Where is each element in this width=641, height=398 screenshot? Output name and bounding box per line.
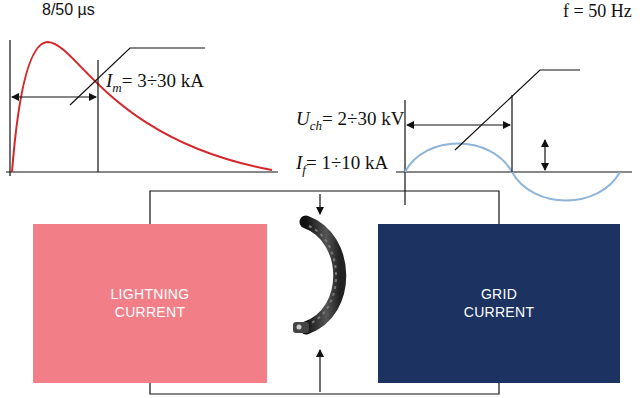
- parameter-label: 8/50 µs: [42, 1, 95, 19]
- label-text: I: [106, 70, 112, 91]
- sine-wave: [396, 70, 632, 205]
- subscript: f: [302, 162, 306, 177]
- label-text: = 1÷10 kA: [306, 152, 388, 173]
- label-text: 8/50 µs: [42, 1, 95, 18]
- source-box: LIGHTNING CURRENT: [33, 224, 267, 383]
- label-text: U: [296, 108, 310, 129]
- arc-horn: [293, 194, 340, 392]
- impulse-wave: [6, 40, 278, 176]
- label-text: I: [296, 152, 302, 173]
- subscript: m: [112, 80, 121, 95]
- label-text: = 3÷30 kA: [122, 70, 204, 91]
- circuit-wire: [150, 191, 499, 224]
- label-text: = 2÷30 kV: [322, 108, 404, 129]
- subscript: ch: [310, 118, 322, 133]
- parameter-label: Im= 3÷30 kA: [106, 70, 204, 96]
- box-label: LIGHTNING CURRENT: [95, 286, 205, 321]
- label-text: f = 50 Hz: [563, 1, 632, 21]
- parameter-label: Uch= 2÷30 kV: [296, 108, 404, 134]
- parameter-label: f = 50 Hz: [563, 1, 632, 22]
- parameter-label: If= 1÷10 kA: [296, 152, 388, 178]
- source-box: GRID CURRENT: [378, 224, 620, 383]
- circuit-wire: [150, 383, 499, 394]
- box-label: GRID CURRENT: [444, 286, 554, 321]
